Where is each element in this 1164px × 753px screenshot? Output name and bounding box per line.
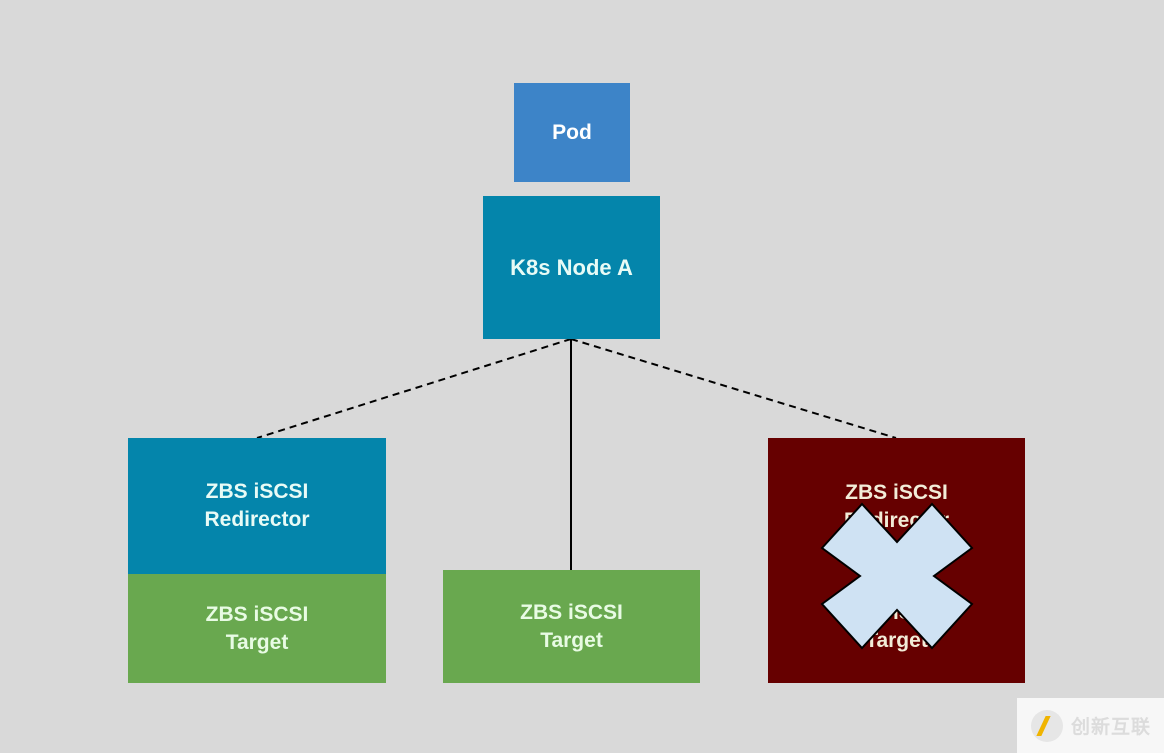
target-line2: Target [540,628,603,652]
pod-box[interactable]: Pod [514,83,630,182]
dashed-link-left [256,338,572,439]
watermark-text: 创新互联 [1071,716,1152,738]
target-line2: Target [865,629,928,652]
watermark-logo-icon [1031,709,1063,742]
dashed-link-right [570,338,897,439]
redirector-line2: Redirector [204,508,310,531]
pod-label: Pod [552,120,592,144]
redirector-line1: ZBS iSCSI [845,481,948,504]
node-label: K8s Node A [510,254,633,280]
redirector-line1: ZBS iSCSI [205,480,309,503]
target-line2: Target [225,630,289,654]
left-target-box[interactable]: ZBS iSCSI Target [128,574,386,683]
k8s-node-box[interactable]: K8s Node A [483,196,660,339]
target-line1: ZBS iSCSI [520,600,623,624]
target-line1: ZBS iSCSI [205,602,309,626]
left-redirector-box[interactable]: ZBS iSCSI Redirector [128,438,386,574]
failure-x-icon [820,502,974,650]
middle-target-box[interactable]: ZBS iSCSI Target [443,570,700,683]
watermark: 创新互联 [1017,698,1164,753]
